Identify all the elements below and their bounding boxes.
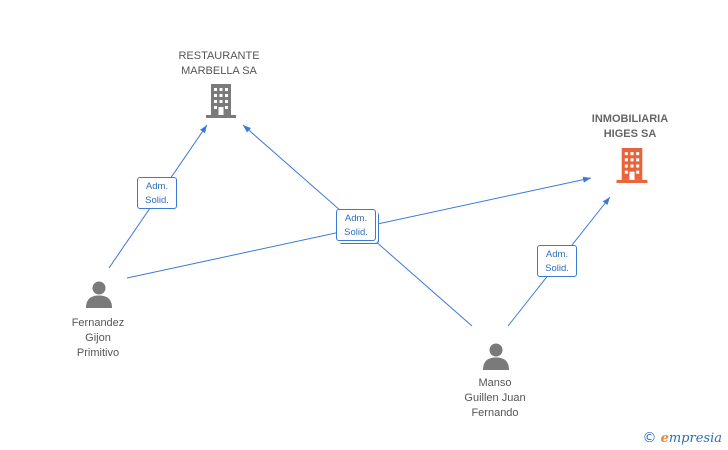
person-label-manso[interactable]: Manso Guillen Juan Fernando: [464, 377, 526, 419]
edge-role-line1: Adm.: [344, 213, 368, 224]
company-label-inmobiliaria-higes[interactable]: INMOBILIARIA HIGES SA: [591, 113, 669, 140]
person-icon[interactable]: [482, 342, 510, 370]
copyright-symbol: ©: [642, 430, 657, 446]
edge-role-line2: Solid.: [344, 227, 368, 238]
person-label-fernandez[interactable]: Fernandez Gijon Primitivo: [71, 317, 125, 359]
edge-label-fernandez-restaurante[interactable]: Adm. Solid.: [137, 177, 177, 209]
company-label-restaurante-marbella[interactable]: RESTAURANTE MARBELLA SA: [178, 50, 260, 77]
edge-role-line1: Adm.: [545, 249, 569, 260]
edge-role-line2: Solid.: [545, 263, 569, 274]
edge-role-line2: Solid.: [145, 195, 169, 206]
brand-logo-initial: e: [660, 431, 669, 446]
building-icon[interactable]: [206, 84, 236, 118]
building-icon[interactable]: [616, 148, 648, 183]
empresia-watermark: © empresia: [642, 430, 722, 446]
edge-label-center[interactable]: Adm. Solid.: [336, 209, 376, 241]
person-icon[interactable]: [85, 280, 113, 308]
brand-logo-text: mpresia: [668, 431, 722, 446]
edge-label-manso-inmobiliaria[interactable]: Adm. Solid.: [537, 245, 577, 277]
edge-role-line1: Adm.: [145, 181, 169, 192]
